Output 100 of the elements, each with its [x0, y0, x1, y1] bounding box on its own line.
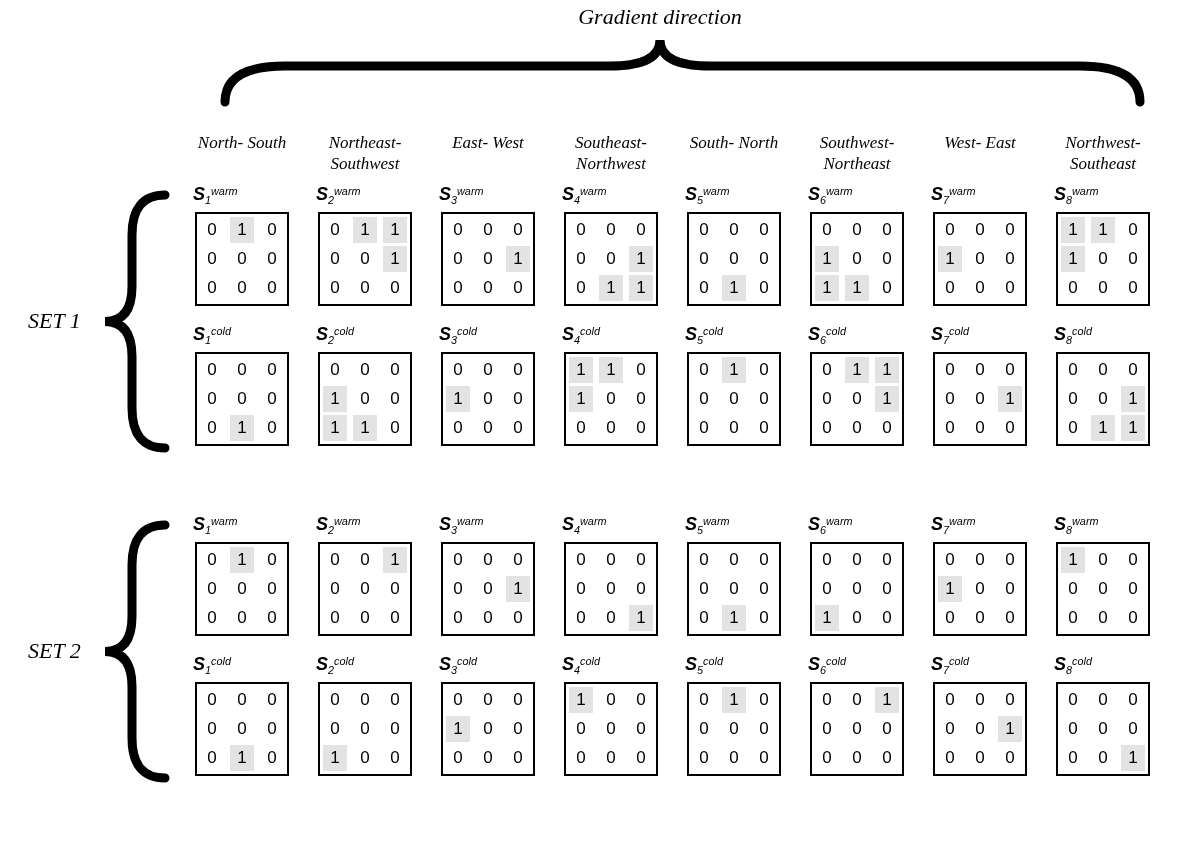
shaded-matrix-value: 1 — [722, 357, 746, 383]
matrix-value: 0 — [359, 248, 371, 270]
matrix-value: 0 — [698, 219, 710, 241]
matrix-value: 0 — [758, 747, 770, 769]
matrix-value: 0 — [728, 747, 740, 769]
matrix-value: 0 — [698, 718, 710, 740]
matrix-value: 0 — [944, 718, 956, 740]
matrix-value: 0 — [944, 277, 956, 299]
shaded-matrix-value: 1 — [569, 687, 593, 713]
shaded-matrix-value: 1 — [1121, 386, 1145, 412]
matrix-value: 0 — [758, 417, 770, 439]
shaded-matrix-value: 1 — [875, 687, 899, 713]
matrix-value: 0 — [821, 689, 833, 711]
shaded-matrix-value: 1 — [323, 745, 347, 771]
matrix-value: 0 — [635, 219, 647, 241]
matrix-value: 0 — [1004, 747, 1016, 769]
matrix-value: 0 — [974, 388, 986, 410]
matrix-value: 0 — [635, 359, 647, 381]
matrix-value: 0 — [758, 689, 770, 711]
set-label: SET 2 — [28, 638, 81, 664]
shaded-matrix-value: 1 — [1121, 745, 1145, 771]
matrix-value: 0 — [881, 747, 893, 769]
shaded-matrix-value: 1 — [446, 716, 470, 742]
shaded-matrix-value: 1 — [446, 386, 470, 412]
matrix-value: 0 — [389, 578, 401, 600]
matrix-value: 0 — [1127, 219, 1139, 241]
matrix-value: 0 — [359, 388, 371, 410]
matrix-value: 0 — [821, 388, 833, 410]
matrix-value: 0 — [974, 417, 986, 439]
matrix-value: 0 — [206, 277, 218, 299]
matrix-value: 0 — [482, 718, 494, 740]
matrix-value: 0 — [698, 578, 710, 600]
direction-label: East- West — [451, 132, 525, 153]
matrix-value: 0 — [944, 689, 956, 711]
matrix-value: 0 — [881, 549, 893, 571]
shaded-matrix-value: 1 — [599, 275, 623, 301]
matrix-value: 0 — [512, 607, 524, 629]
matrix-value: 0 — [605, 549, 617, 571]
matrix-value: 0 — [236, 578, 248, 600]
shaded-matrix-value: 1 — [1091, 415, 1115, 441]
matrix-value: 0 — [605, 219, 617, 241]
matrix-value: 0 — [389, 388, 401, 410]
shaded-matrix-value: 1 — [1061, 547, 1085, 573]
shaded-matrix-value: 1 — [383, 217, 407, 243]
matrix-value: 0 — [452, 607, 464, 629]
matrix-value: 0 — [1127, 248, 1139, 270]
matrix-value: 0 — [206, 388, 218, 410]
matrix-value: 0 — [1004, 417, 1016, 439]
matrix-value: 0 — [359, 277, 371, 299]
matrix-value: 0 — [329, 549, 341, 571]
matrix-value: 0 — [605, 607, 617, 629]
matrix-value: 0 — [512, 359, 524, 381]
matrix-value: 0 — [452, 219, 464, 241]
matrix-value: 0 — [329, 578, 341, 600]
matrix-value: 0 — [206, 578, 218, 600]
matrix-value: 0 — [482, 359, 494, 381]
matrix-value: 0 — [452, 689, 464, 711]
matrix-value: 0 — [206, 219, 218, 241]
matrix-value: 0 — [1067, 388, 1079, 410]
matrix-value: 0 — [236, 607, 248, 629]
matrix-value: 0 — [881, 607, 893, 629]
matrix-value: 0 — [1004, 607, 1016, 629]
matrix-value: 0 — [359, 747, 371, 769]
matrix-value: 0 — [821, 578, 833, 600]
matrix-value: 0 — [1004, 277, 1016, 299]
matrix-value: 0 — [266, 549, 278, 571]
matrix-value: 0 — [821, 718, 833, 740]
shaded-matrix-value: 1 — [230, 547, 254, 573]
shaded-matrix-value: 1 — [1061, 246, 1085, 272]
matrix-value: 0 — [1127, 689, 1139, 711]
matrix-value: 0 — [452, 549, 464, 571]
matrix-value: 0 — [851, 388, 863, 410]
matrix-value: 0 — [206, 718, 218, 740]
shaded-matrix-value: 1 — [875, 386, 899, 412]
matrix-value: 0 — [329, 277, 341, 299]
matrix-value: 0 — [1004, 578, 1016, 600]
matrix-value: 0 — [329, 248, 341, 270]
set-label: SET 1 — [28, 308, 81, 334]
matrix-value: 0 — [1127, 607, 1139, 629]
matrix-value: 0 — [512, 388, 524, 410]
matrix-value: 0 — [359, 578, 371, 600]
matrix-value: 0 — [881, 248, 893, 270]
matrix-value: 0 — [236, 718, 248, 740]
matrix-value: 0 — [821, 359, 833, 381]
matrix-value: 0 — [389, 359, 401, 381]
direction-label: West- East — [943, 132, 1017, 153]
shaded-matrix-value: 1 — [599, 357, 623, 383]
matrix-value: 0 — [635, 578, 647, 600]
matrix-value: 0 — [758, 578, 770, 600]
shaded-matrix-value: 1 — [875, 357, 899, 383]
matrix-value: 0 — [1097, 277, 1109, 299]
matrix-value: 0 — [851, 718, 863, 740]
matrix-value: 0 — [605, 689, 617, 711]
matrix-value: 0 — [359, 549, 371, 571]
matrix-value: 0 — [1097, 549, 1109, 571]
shaded-matrix-value: 1 — [1121, 415, 1145, 441]
matrix-value: 0 — [728, 718, 740, 740]
matrix-value: 0 — [851, 607, 863, 629]
matrix-value: 0 — [605, 388, 617, 410]
matrix-value: 0 — [728, 549, 740, 571]
